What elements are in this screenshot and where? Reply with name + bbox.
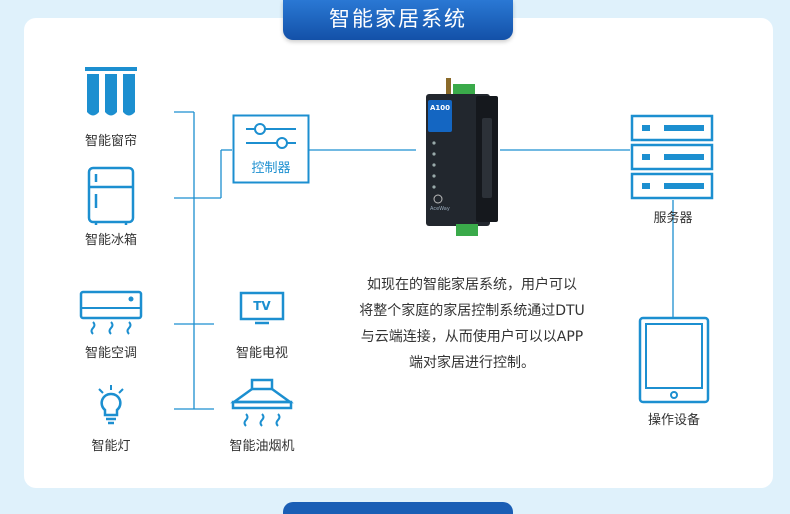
tv-label: 智能电视 bbox=[222, 342, 302, 361]
server-label: 服务器 bbox=[630, 207, 716, 226]
description-line: 与云端连接，从而使用户可以以APP bbox=[322, 324, 622, 350]
curtain-label: 智能窗帘 bbox=[72, 130, 150, 149]
gateway-model: A100 bbox=[430, 104, 450, 112]
curtain-icon bbox=[84, 66, 138, 120]
tablet-icon bbox=[638, 316, 710, 404]
terminal-label: 操作设备 bbox=[632, 409, 716, 428]
lamp-label: 智能灯 bbox=[72, 435, 150, 454]
description-line: 如现在的智能家居系统，用户可以 bbox=[322, 272, 622, 298]
controller-label: 控制器 bbox=[232, 157, 310, 176]
description-line: 端对家居进行控制。 bbox=[322, 350, 622, 376]
ac-label: 智能空调 bbox=[72, 342, 150, 361]
tv-badge: TV bbox=[239, 299, 285, 313]
gateway-brand: AceWay bbox=[430, 206, 450, 212]
range-hood-icon bbox=[230, 378, 294, 428]
description-text: 如现在的智能家居系统，用户可以 将整个家庭的家居控制系统通过DTU 与云端连接，… bbox=[322, 272, 622, 376]
fridge-label: 智能冰箱 bbox=[72, 229, 150, 248]
fridge-icon bbox=[86, 166, 136, 226]
description-line: 将整个家庭的家居控制系统通过DTU bbox=[322, 298, 622, 324]
dtu-gateway-device bbox=[416, 78, 502, 238]
air-conditioner-icon bbox=[78, 290, 144, 336]
light-bulb-icon bbox=[96, 384, 126, 428]
range-hood-label: 智能油烟机 bbox=[218, 435, 306, 454]
server-icon bbox=[630, 114, 716, 200]
